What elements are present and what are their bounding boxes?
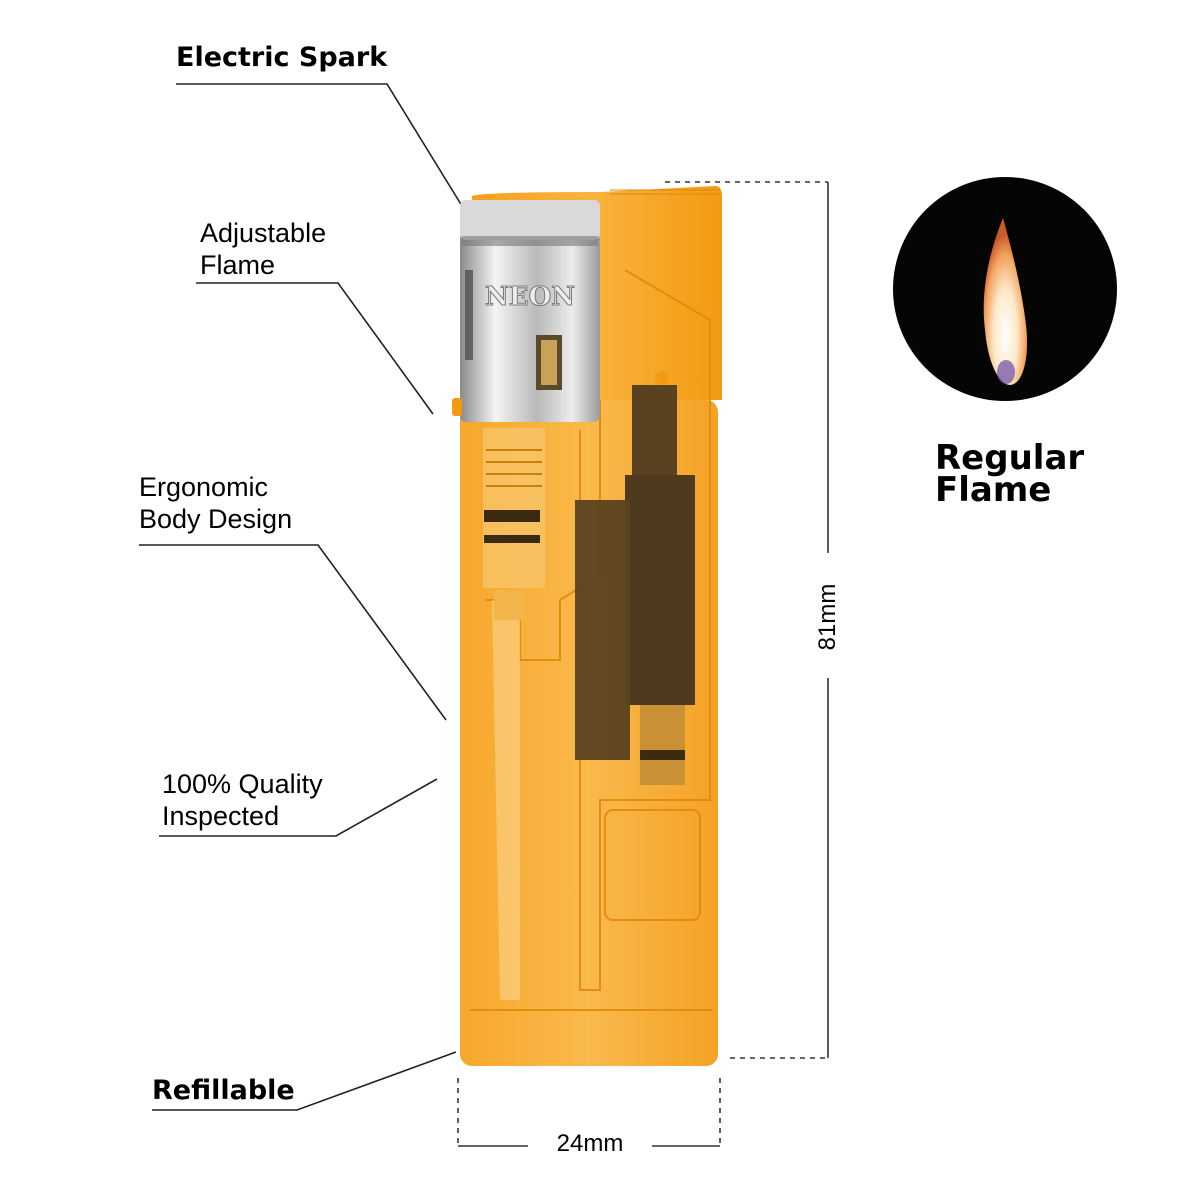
leader-quality [159,778,438,837]
height-dimension [665,181,829,1059]
cap-ridges [610,189,720,195]
piezo-igniter [575,371,695,785]
leader-refillable [152,1051,457,1111]
leader-electric-spark [176,83,463,207]
callout-leaders [139,83,463,1111]
width-label: 24mm [556,1130,624,1157]
side-nub [452,398,462,416]
flame-badge [893,177,1117,401]
callout-refillable: Refillable [152,1075,295,1106]
leader-ergonomic [139,544,447,721]
leader-adjustable-flame [196,282,434,415]
width-dimension [457,1078,721,1147]
callout-electric-spark: Electric Spark [176,42,388,73]
fuel-wand [492,600,520,1000]
height-label: 81mm [814,583,841,651]
lighter: NEON [452,186,722,1066]
callout-ergonomic: Ergonomic Body Design [139,472,293,534]
valve-assembly [483,428,545,620]
callout-adjustable-flame: Adjustable Flame [200,218,327,280]
flame-icon [983,218,1028,385]
callout-quality: 100% Quality Inspected [162,769,323,831]
brand-engraving: NEON [485,282,575,312]
flame-title: Regular Flame [935,438,1085,510]
chrome-hood [460,200,600,422]
